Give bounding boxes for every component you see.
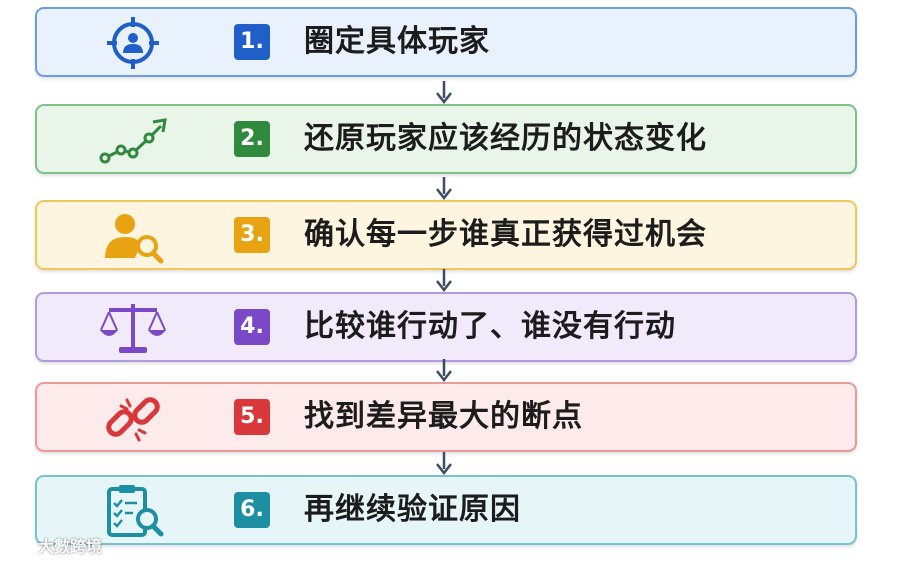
step-1-box: 1. 圈定具体玩家 bbox=[35, 7, 857, 77]
down-arrow-icon bbox=[435, 358, 453, 382]
watermark: 大數跨境 bbox=[6, 533, 102, 557]
step-2-number-badge: 2. bbox=[234, 121, 270, 157]
scale-icon bbox=[97, 300, 169, 356]
step-6-label: 再继续验证原因 bbox=[304, 492, 521, 527]
target-user-icon bbox=[97, 15, 169, 71]
step-1-number-badge: 1. bbox=[234, 24, 270, 60]
checklist-search-icon bbox=[97, 483, 169, 539]
step-1-label: 圈定具体玩家 bbox=[304, 24, 490, 59]
step-2-label: 还原玩家应该经历的状态变化 bbox=[304, 121, 707, 156]
step-5-number-badge: 5. bbox=[234, 399, 270, 435]
watermark-text: 大數跨境 bbox=[38, 537, 103, 556]
step-2-box: 2. 还原玩家应该经历的状态变化 bbox=[35, 104, 857, 174]
step-6-number-badge: 6. bbox=[234, 492, 270, 528]
down-arrow-icon bbox=[435, 80, 453, 104]
broken-link-icon bbox=[97, 390, 169, 446]
down-arrow-icon bbox=[435, 268, 453, 292]
step-6-box: 6. 再继续验证原因 bbox=[35, 475, 857, 545]
step-3-box: 3. 确认每一步谁真正获得过机会 bbox=[35, 200, 857, 270]
down-arrow-icon bbox=[435, 176, 453, 200]
step-5-box: 5. 找到差异最大的断点 bbox=[35, 382, 857, 452]
user-search-icon bbox=[97, 208, 169, 264]
down-arrow-icon bbox=[435, 451, 453, 475]
trend-line-icon bbox=[97, 112, 169, 168]
watermark-logo-icon bbox=[6, 533, 34, 557]
step-4-label: 比较谁行动了、谁没有行动 bbox=[304, 309, 676, 344]
step-3-label: 确认每一步谁真正获得过机会 bbox=[304, 217, 707, 252]
step-4-box: 4. 比较谁行动了、谁没有行动 bbox=[35, 292, 857, 362]
step-4-number-badge: 4. bbox=[234, 309, 270, 345]
step-3-number-badge: 3. bbox=[234, 217, 270, 253]
step-5-label: 找到差异最大的断点 bbox=[304, 399, 583, 434]
